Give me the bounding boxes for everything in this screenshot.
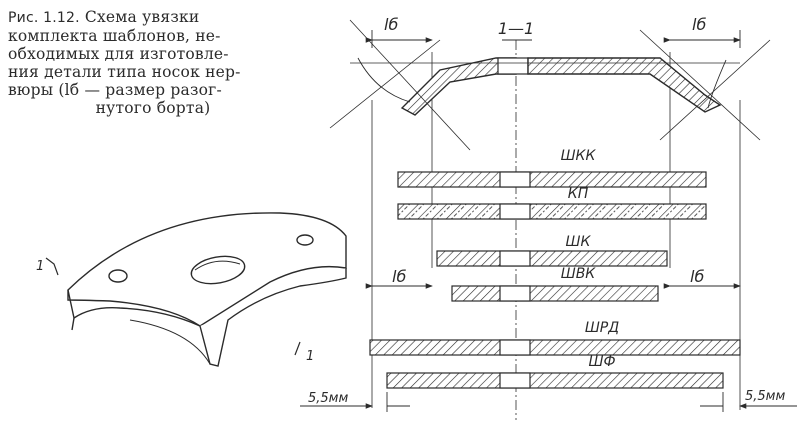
template-kp (397, 203, 707, 220)
caption-line-1: Схема увязки (84, 8, 200, 26)
template-shrd-hole (499, 339, 531, 356)
l-delta-mid-left: lб (392, 267, 406, 286)
template-shvk-hole (499, 285, 531, 302)
template-shkk-label: ШКК (561, 148, 597, 164)
template-shvk-label: ШВК (561, 266, 597, 282)
caption-line-2: комплекта шаблонов, не- (8, 27, 221, 45)
section-marks (45, 257, 301, 356)
caption-line-4: ния детали типа носок нер- (8, 63, 241, 81)
template-shf-hole (499, 372, 531, 389)
extension-lines (371, 52, 741, 410)
caption-line-5: вюры (lб — размер разог- (8, 81, 222, 99)
figure-caption: Рис. 1.12. Схема увязки комплекта шаблон… (8, 8, 298, 117)
template-kp-hole (499, 203, 531, 220)
template-shf-label: ШФ (588, 354, 615, 370)
section-mark-top: 1 (36, 259, 44, 274)
template-shf (386, 372, 724, 389)
caption-line-3: обходимых для изготовле- (8, 45, 229, 63)
caption-line-6: нутого борта) (95, 99, 211, 117)
section-label: 1—1 (498, 19, 534, 38)
dim-left-label: 5,5мм (308, 391, 348, 406)
template-kp-label: КП (568, 186, 589, 202)
template-shrd (369, 339, 741, 356)
template-shk-label: ШК (566, 234, 592, 250)
top-l-delta-dims (365, 30, 741, 48)
l-delta-mid-right: lб (690, 267, 704, 286)
l-delta-top-left: lб (384, 15, 398, 34)
dim-right-label: 5,5мм (745, 389, 785, 404)
template-shk (436, 250, 668, 267)
bottom-dims (300, 392, 797, 412)
template-shkk-hole (499, 171, 531, 188)
section-mark-bottom: 1 (306, 349, 314, 364)
figure-number: Рис. 1.12. (8, 10, 80, 26)
template-shrd-label: ШРД (585, 320, 619, 336)
part-isometric (67, 212, 347, 367)
l-delta-top-right: lб (692, 15, 706, 34)
template-shvk (451, 285, 659, 302)
section-profile (329, 19, 771, 151)
template-shk-hole (499, 250, 531, 267)
template-shkk (397, 171, 707, 188)
